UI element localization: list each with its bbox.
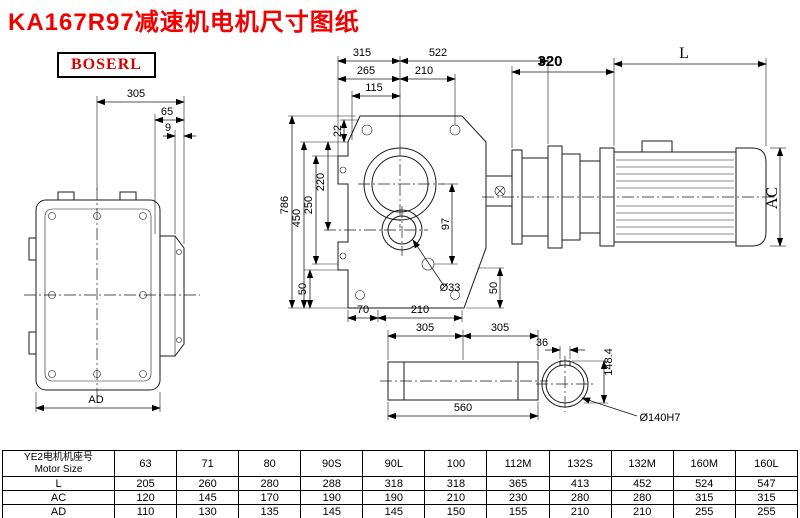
cell: 145 [300,504,364,518]
table-row-AC: AC 120 145 170 190 190 210 230 280 280 3… [2,490,799,505]
table-header-row: YE2电机机座号 Motor Size 63 71 80 90S 90L 100… [2,450,799,477]
size-col-90S: 90S [300,450,364,477]
row-label-AD: AD [2,504,115,518]
side-view [24,188,200,398]
cell: 210 [610,504,674,518]
cell: 190 [362,490,426,505]
shaft-view-dimensions: 305 305 560 [387,322,539,420]
brand-logo: BOSERL [57,52,156,78]
cell: 190 [300,490,364,505]
cell: 130 [176,504,240,518]
dim-786-label: 786 [279,196,291,214]
size-col-132S: 132S [548,450,612,477]
cell: 280 [548,490,612,505]
cell: 452 [610,476,674,491]
size-col-112M: 112M [486,450,550,477]
dim-210-bottom-label: 210 [411,304,429,316]
cell: 230 [486,490,550,505]
cell: 255 [734,504,799,518]
dim-315-label: 315 [353,47,371,59]
dim-22-label: 22 [332,125,344,137]
front-view-dimensions: 315 522 265 210 115 786 450 250 220 22 9 [279,47,549,322]
dim-50-right-label: 50 [488,282,500,294]
dim-210-top-label: 210 [415,65,433,77]
cell: 547 [734,476,799,491]
size-col-63: 63 [113,450,178,477]
cell: 413 [548,476,612,491]
cell: 318 [424,476,488,491]
table-row-L: L 205 260 280 288 318 318 365 413 452 52… [2,476,799,491]
size-col-132M: 132M [610,450,674,477]
size-col-100: 100 [424,450,488,477]
dimension-table-wrap: YE2电机机座号 Motor Size 63 71 80 90S 90L 100… [2,450,799,518]
motor-size-header-cell: YE2电机机座号 Motor Size [2,450,115,477]
dim-50-left-label: 50 [297,283,309,295]
dim-305-side-label: 305 [127,88,145,100]
dim-265-label: 265 [357,65,375,77]
cell: 135 [238,504,302,518]
cell: 524 [672,476,736,491]
motor-size-label-en: Motor Size [34,463,83,475]
dim-97-label: 97 [440,218,452,230]
table-row-AD: AD 110 130 135 145 145 150 155 210 210 2… [2,504,799,518]
cell: 318 [362,476,426,491]
dim-36-label: 36 [536,337,548,349]
size-col-160M: 160M [672,450,736,477]
dim-70-label: 70 [357,304,369,316]
dim-450-label: 450 [291,209,303,227]
dim-9-label: 9 [165,122,171,134]
dim-115-label: 115 [365,82,383,94]
cell: 110 [113,504,178,518]
side-view-dimensions: 305 65 9 AD [35,88,196,412]
dim-220-label: 220 [315,173,327,191]
cell: 315 [734,490,799,505]
dim-148-4-label: 148.4 [603,348,615,376]
cell: 145 [362,504,426,518]
dim-305-right-label: 305 [491,322,509,334]
dim-560-label: 560 [454,402,472,414]
section-view [536,356,594,412]
size-col-71: 71 [176,450,240,477]
motor-view-dimensions: 320 L AC [511,45,786,247]
cell: 120 [113,490,178,505]
motor-view [482,140,776,249]
cell: 288 [300,476,364,491]
dim-phi33-label: Ø33 [440,282,461,294]
front-view [324,115,512,309]
cell: 255 [672,504,736,518]
cell: 365 [486,476,550,491]
cell: 170 [238,490,302,505]
dim-522-label: 522 [429,47,447,59]
size-col-160L: 160L [734,450,799,477]
cell: 280 [610,490,674,505]
technical-drawing: 305 65 9 AD [24,45,786,424]
cell: 145 [176,490,240,505]
row-label-AC: AC [2,490,115,505]
size-col-90L: 90L [362,450,426,477]
cell: 155 [486,504,550,518]
dim-AD-label: AD [88,394,103,406]
shaft-view [380,361,548,401]
cell: 280 [238,476,302,491]
dim-250-label: 250 [303,196,315,214]
cell: 205 [113,476,178,491]
cell: 210 [424,490,488,505]
dim-305-left-label: 305 [416,322,434,334]
cell: 315 [672,490,736,505]
dim-AC-label: AC [764,187,781,209]
cell: 150 [424,504,488,518]
page-title: KA167R97减速机电机尺寸图纸 [8,9,360,36]
cell: 210 [548,504,612,518]
dim-phi140H7-label: Ø140H7 [640,412,681,424]
dim-L-label: L [679,45,689,62]
dim-65-label: 65 [161,106,173,118]
motor-size-label-cn: YE2电机机座号 [24,451,93,463]
size-col-80: 80 [238,450,302,477]
section-view-dimensions: 36 148.4 Ø140H7 [536,337,681,424]
dimension-table: YE2电机机座号 Motor Size 63 71 80 90S 90L 100… [2,450,799,518]
row-label-L: L [2,476,115,491]
dim-320-label: 320 [537,53,562,70]
cell: 260 [176,476,240,491]
